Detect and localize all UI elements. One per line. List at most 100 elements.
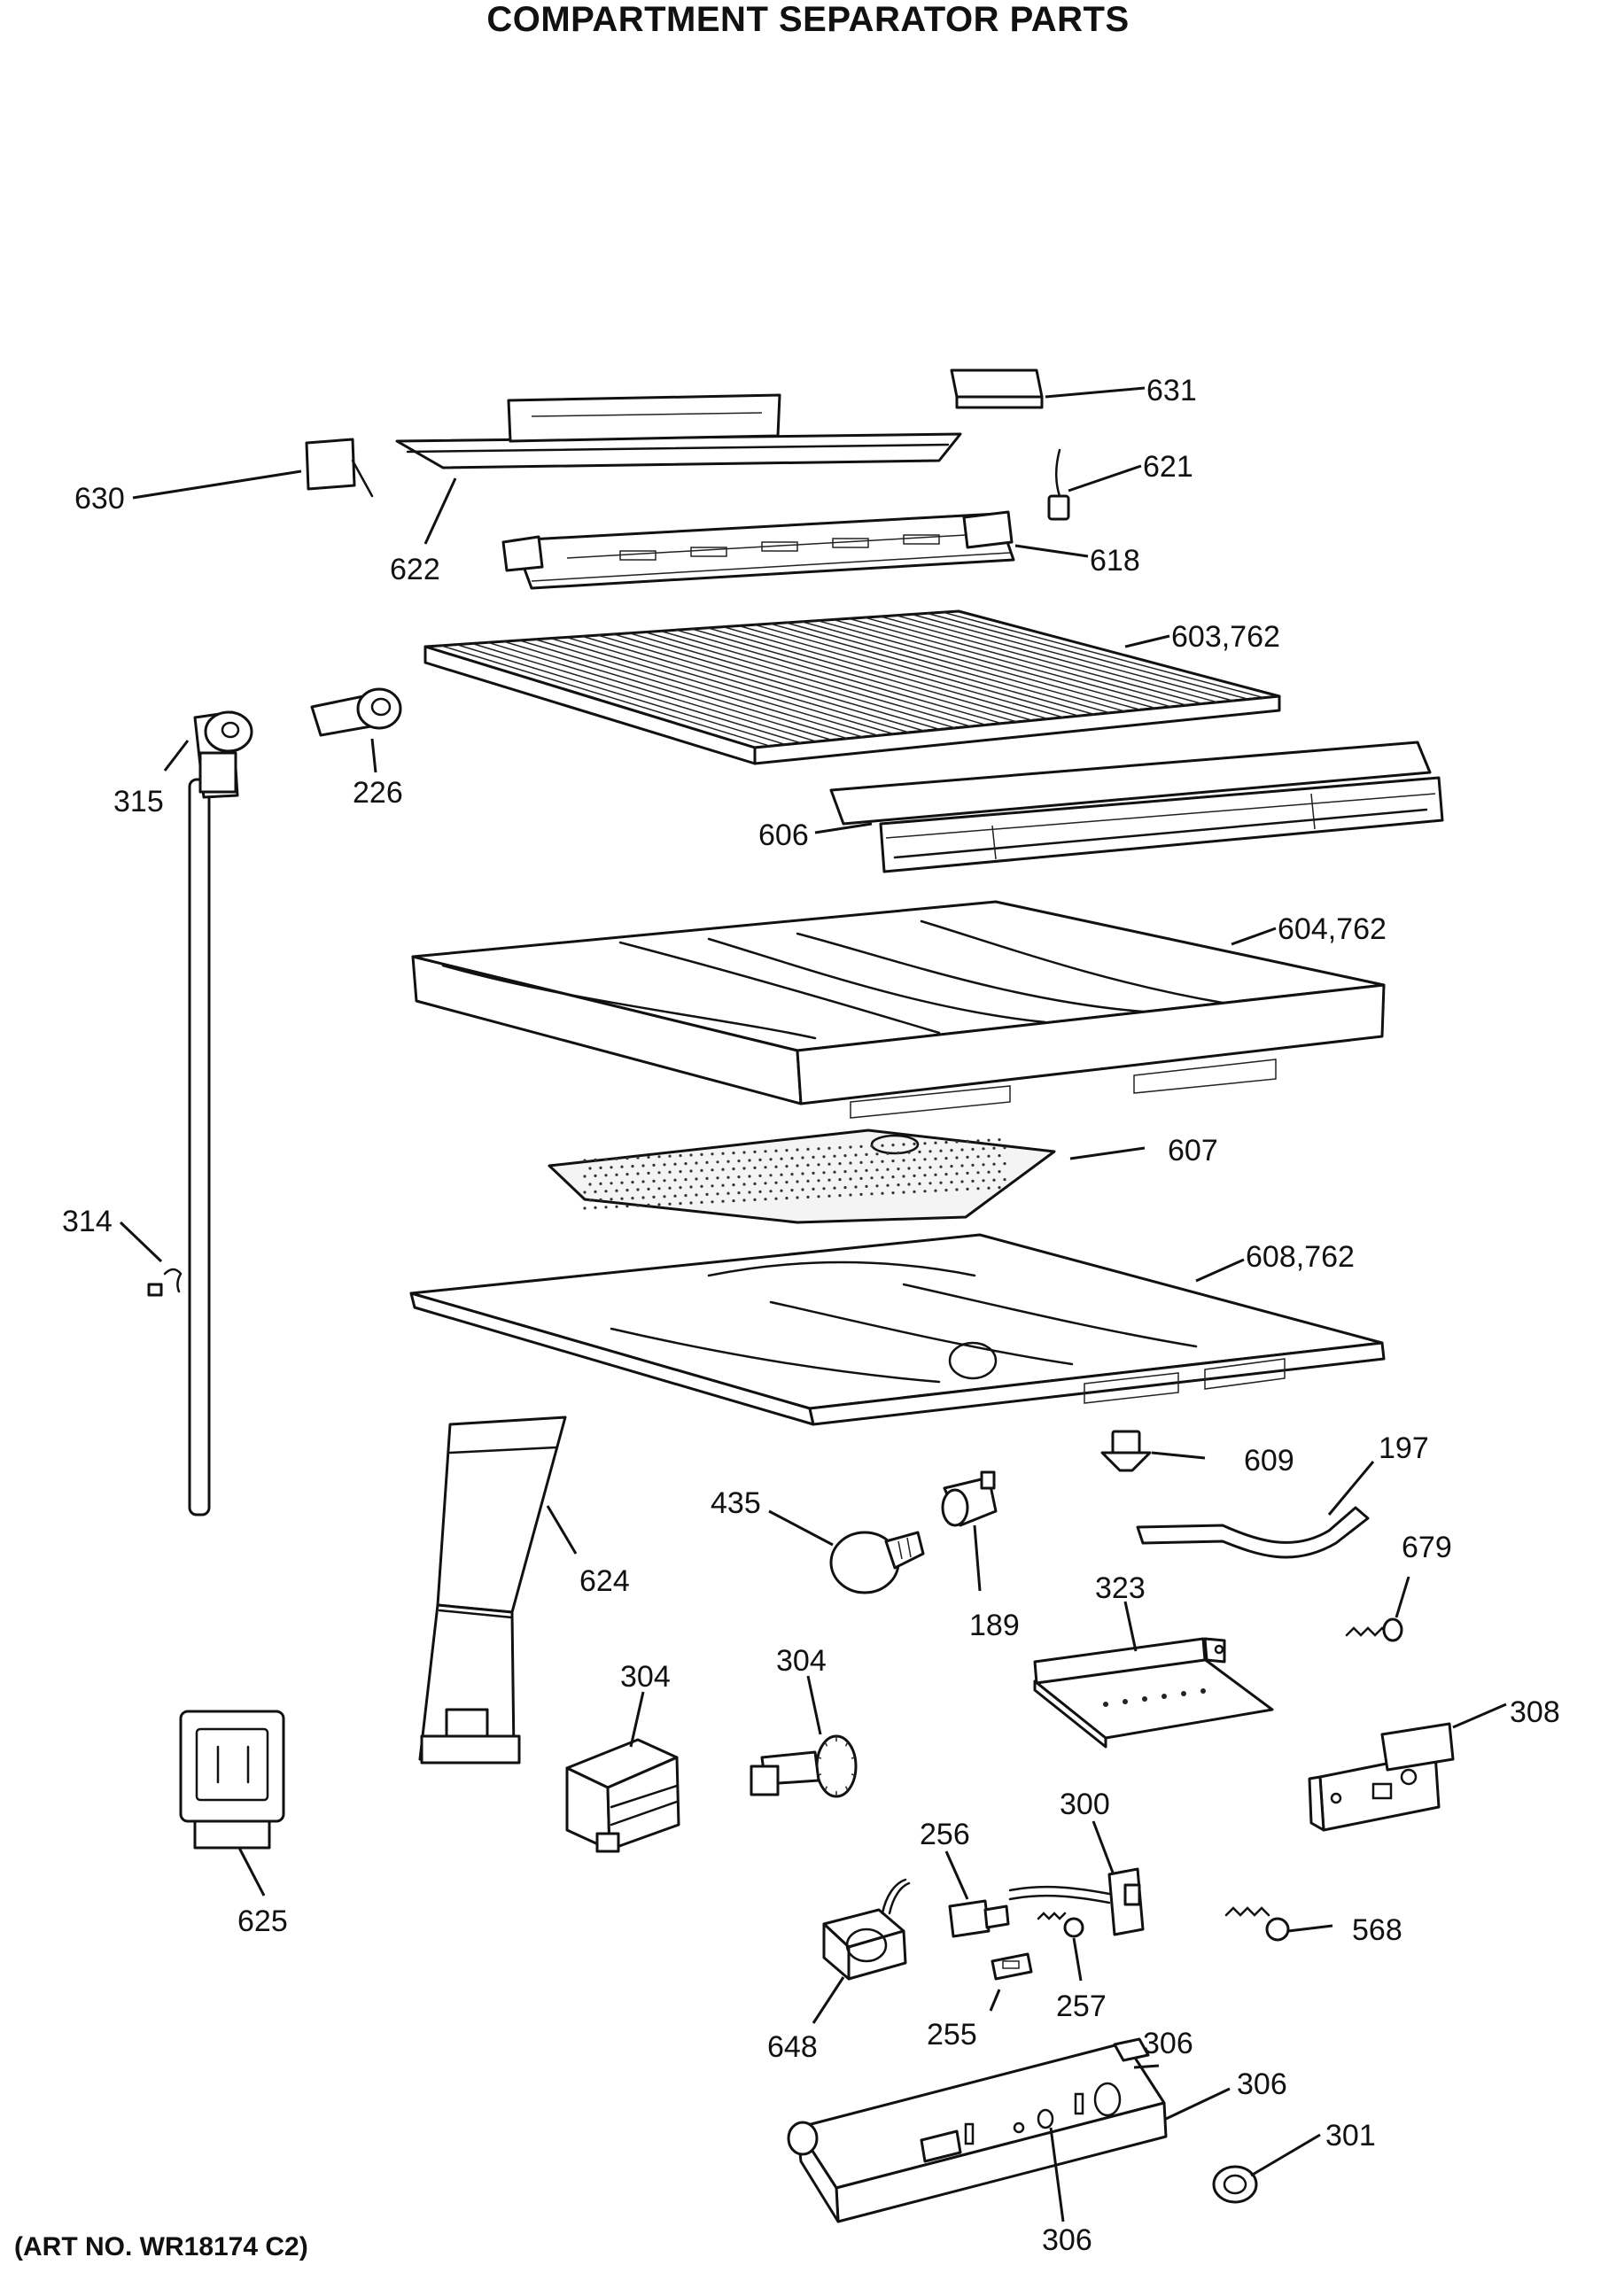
part-624-channel [418,1416,567,1765]
mat-dot [657,1171,661,1175]
mat-dot [881,1191,884,1195]
bracket-hole [1200,1688,1206,1694]
mat-dot [870,1176,874,1180]
part-197-strap [1136,1506,1370,1559]
mat-dot [732,1183,735,1187]
grille-rib [770,623,1095,716]
grille-rib [833,618,1156,710]
callout-568: 568 [1352,1913,1402,1947]
mat-dot [881,1160,884,1163]
grille-rib [534,639,864,738]
mat-dot [737,1175,741,1179]
mat-dot [769,1158,773,1161]
mat-dot [588,1183,592,1186]
mat-dot [976,1155,980,1159]
mat-dot [652,1195,656,1198]
mat-dot [769,1174,773,1177]
mat-dot [812,1171,815,1175]
mat-dot [865,1152,868,1156]
mat-dot [891,1160,895,1163]
callout-607: 607 [1168,1134,1218,1167]
mat-dot [891,1191,895,1195]
part-621-connector [1047,448,1070,521]
grille-rib [503,640,833,741]
callout-618: 618 [1090,544,1140,578]
bracket-hole [1103,1702,1108,1707]
mat-dot [987,1138,991,1142]
mat-dot [944,1173,948,1176]
mat-dot [849,1161,852,1165]
mat-dot [812,1187,815,1191]
part-607-mat [548,1129,1056,1224]
mat-dot [849,1177,852,1181]
mat-dot [758,1158,762,1161]
mat-dot [902,1175,905,1178]
mat-dot [721,1152,725,1155]
mat-dot [705,1176,709,1180]
mat-dot [843,1170,847,1174]
mat-dot [833,1154,836,1158]
mat-dot [711,1200,714,1204]
callout-621: 621 [1143,450,1193,484]
mat-dot [636,1188,640,1191]
part-608-pan [409,1233,1386,1426]
mat-dot [854,1169,858,1173]
mat-dot [610,1182,613,1185]
mat-dot [934,1157,937,1160]
mat-dot [668,1202,672,1206]
grille-rib [943,611,1264,699]
mat-dot [625,1189,629,1192]
mat-dot [785,1181,789,1184]
mat-dot [822,1171,826,1175]
mat-dot [599,1198,602,1201]
mat-dot [790,1173,794,1176]
callout-226: 226 [353,776,403,810]
mat-dot [796,1148,799,1152]
part-679-screw [1345,1617,1403,1642]
grille-rib [597,634,925,732]
part-603-grille [423,609,1281,765]
mat-dot [785,1165,789,1168]
mat-dot [620,1181,624,1184]
mat-dot [615,1173,618,1176]
grille-rib [738,624,1064,718]
grille-rib [613,633,941,731]
mat-dot [636,1156,640,1160]
callout-604-762: 604,762 [1278,912,1387,946]
mat-dot [966,1171,969,1175]
mat-dot [976,1139,980,1143]
mat-dot [950,1181,953,1184]
mat-dot [838,1194,842,1198]
callout-606: 606 [758,818,809,852]
mat-dot [588,1167,592,1170]
mat-dot [583,1191,587,1194]
mat-dot [742,1167,746,1170]
mat-dot [774,1165,778,1168]
grille-rib [895,614,1218,703]
diagram-title: COMPARTMENT SEPARATOR PARTS [486,0,1130,39]
mat-dot [615,1157,618,1160]
mat-dot [998,1170,1001,1174]
grille-rib [676,629,1002,725]
mat-dot [1003,1162,1006,1166]
mat-dot [801,1156,804,1160]
grille-rib [566,636,894,735]
callout-630: 630 [74,482,125,516]
mat-dot [689,1153,693,1157]
mat-dot [886,1152,890,1155]
callout-609: 609 [1244,1444,1294,1478]
callout-679: 679 [1402,1531,1452,1564]
part-648-motor [822,1878,911,1981]
dial-tick [824,1786,828,1791]
mat-dot [806,1179,810,1183]
mat-dot [960,1180,964,1183]
mat-dot [652,1163,656,1167]
mat-dot [673,1194,677,1198]
mat-dot [843,1154,847,1158]
mat-dot [663,1195,666,1198]
mat-dot [679,1154,682,1158]
bracket-hole [1123,1699,1128,1704]
mat-dot [934,1173,937,1176]
mat-dot [870,1192,874,1196]
mat-dot [907,1183,911,1186]
